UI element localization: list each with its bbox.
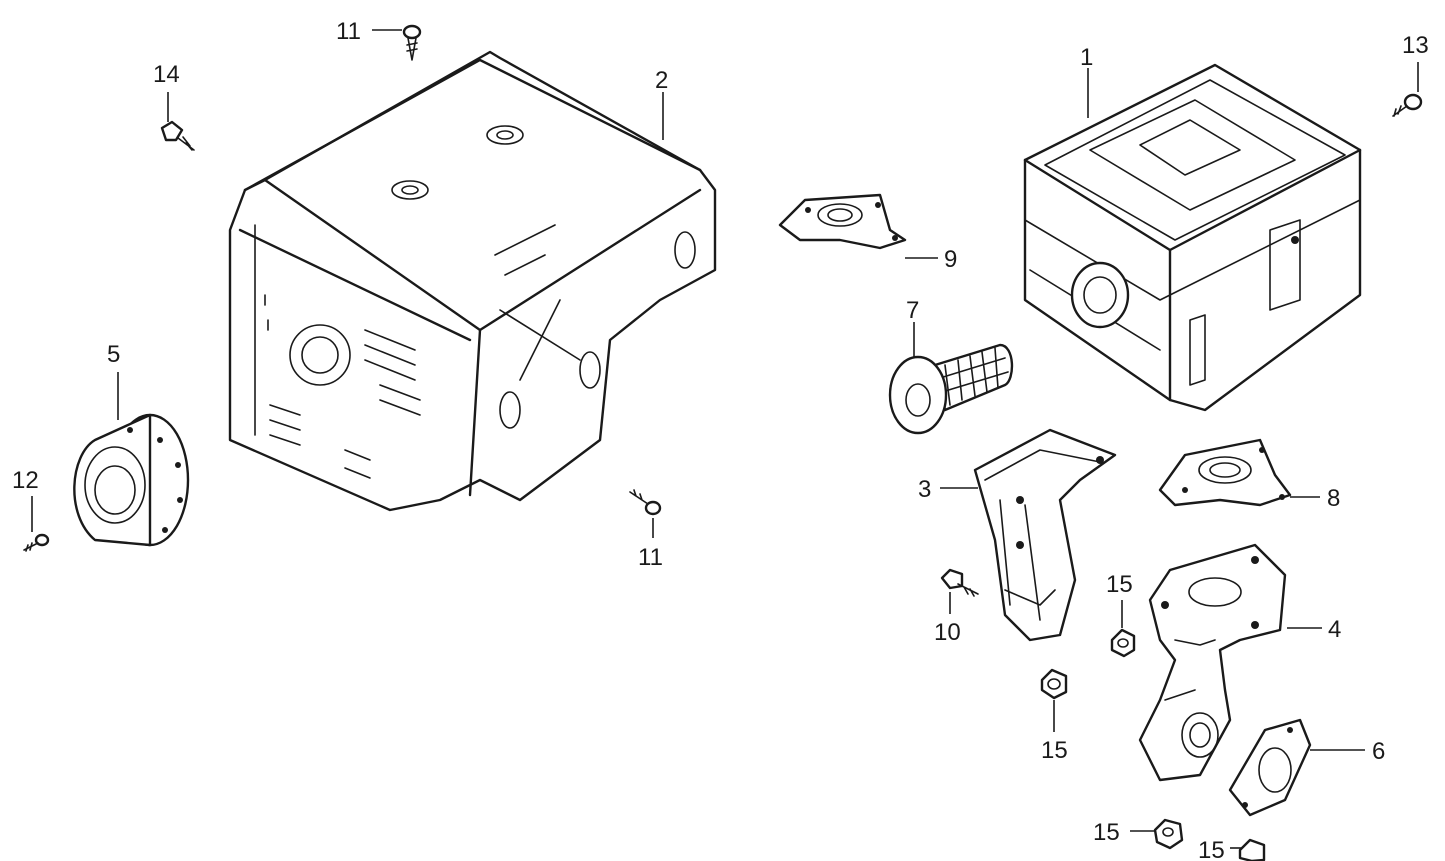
- part-4-exhaust-flange: [1138, 543, 1287, 782]
- callout-9: 9: [944, 246, 957, 273]
- callouts: 1 2 3 4 5 6 7 8 9 10 11 11 12 13 14 15 1…: [12, 18, 1429, 861]
- callout-15-d: 15: [1198, 837, 1225, 861]
- part-8-gasket: [1158, 438, 1292, 507]
- callout-1: 1: [1080, 44, 1093, 71]
- callout-12: 12: [12, 467, 39, 494]
- part-15-nut-a: [1110, 628, 1136, 658]
- part-7-screen: [888, 343, 1014, 435]
- callout-11-top: 11: [336, 18, 361, 45]
- callout-15-b: 15: [1041, 737, 1068, 764]
- part-1-muffler: [1023, 63, 1362, 412]
- leader-lines: [31, 29, 1419, 849]
- callout-5: 5: [107, 341, 120, 368]
- part-9-gasket: [778, 193, 907, 250]
- callout-11-bottom: 11: [638, 544, 663, 571]
- callout-8: 8: [1327, 485, 1340, 512]
- callout-13: 13: [1402, 32, 1429, 59]
- callout-4: 4: [1328, 616, 1341, 643]
- callout-14: 14: [153, 61, 180, 88]
- part-6-gasket: [1228, 718, 1312, 817]
- part-12-screw: [23, 533, 50, 552]
- part-5-cap: [73, 413, 190, 547]
- part-11-screw-top: [402, 24, 422, 61]
- part-15-nut-c: [1153, 818, 1184, 850]
- callout-2: 2: [655, 67, 668, 94]
- part-13-screw: [1392, 93, 1423, 117]
- callout-10: 10: [934, 619, 961, 646]
- callout-15-a: 15: [1106, 571, 1133, 598]
- part-11-screw-bottom: [629, 489, 662, 516]
- callout-7: 7: [906, 297, 919, 324]
- callout-3: 3: [918, 476, 931, 503]
- part-2-muffler-protector: [228, 50, 717, 512]
- callout-15-c: 15: [1093, 819, 1120, 846]
- part-15-nut-d: [1238, 838, 1266, 861]
- part-10-bolt: [940, 568, 979, 597]
- part-14-bolt: [160, 120, 195, 151]
- callout-6: 6: [1372, 738, 1385, 765]
- part-15-nut-b: [1040, 668, 1068, 700]
- part-3-stay: [973, 428, 1117, 642]
